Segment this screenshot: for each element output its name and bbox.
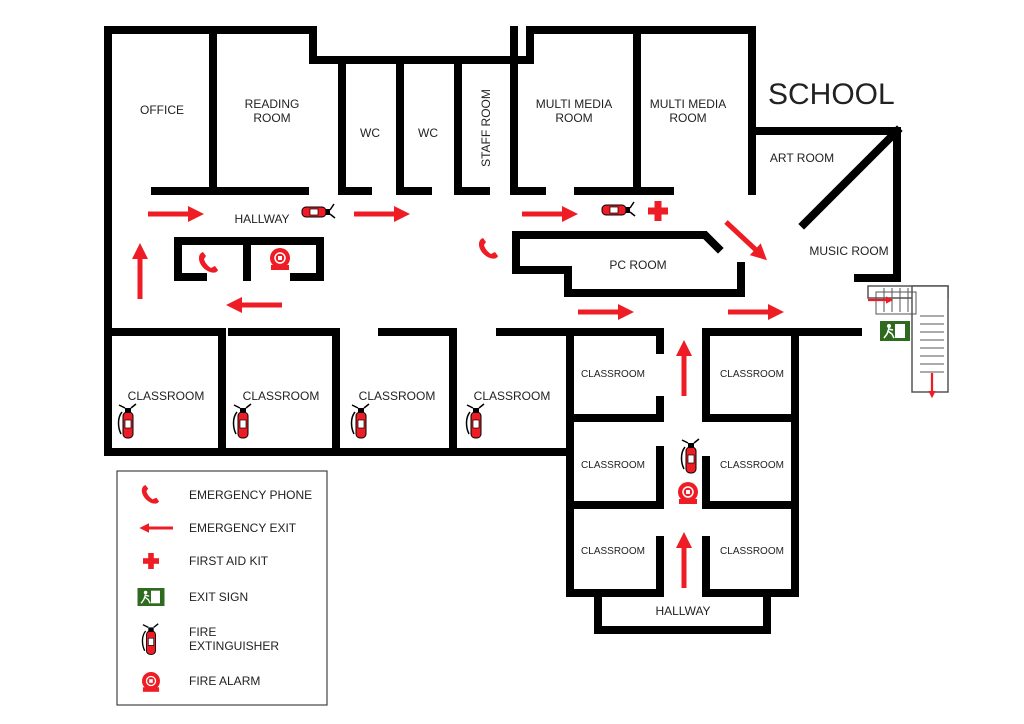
walls (104, 26, 903, 634)
classroom-4: CLASSROOM (474, 389, 551, 403)
map-title: SCHOOL (768, 78, 895, 111)
exit-arrow-icon (728, 304, 784, 320)
fire-extinguisher-icon (465, 403, 485, 439)
legend: EMERGENCY PHONE EMERGENCY EXIT FIRST AID… (116, 470, 328, 706)
hallway-bottom: HALLWAY (655, 604, 710, 618)
hallway-top: HALLWAY (234, 212, 289, 226)
fire-extinguisher-icon (117, 403, 137, 439)
exit-arrow-icon (720, 216, 773, 267)
legend-fire-extinguisher-line2: EXTINGUISHER (189, 639, 279, 653)
classroom-7: CLASSROOM (581, 460, 645, 471)
fire-extinguisher-icon (350, 403, 370, 439)
legend-first-aid-kit: FIRST AID KIT (189, 554, 269, 568)
classroom-6: CLASSROOM (720, 369, 784, 380)
legend-emergency-phone: EMERGENCY PHONE (189, 488, 312, 502)
room-multimedia-1-line2: ROOM (555, 111, 592, 125)
room-wc-1: WC (360, 126, 380, 140)
room-wc-2: WC (418, 126, 438, 140)
exit-sign-icon (879, 320, 911, 342)
legend-emergency-exit: EMERGENCY EXIT (189, 521, 297, 535)
room-pc: PC ROOM (609, 258, 666, 272)
legend-exit-sign: EXIT SIGN (189, 590, 248, 604)
classroom-3: CLASSROOM (359, 389, 436, 403)
fire-extinguisher-icon (301, 203, 336, 219)
exit-arrow-icon (132, 243, 148, 299)
first-aid-icon (648, 201, 668, 221)
room-reading-line2: ROOM (253, 111, 290, 125)
room-reading-line1: READING (245, 97, 300, 111)
classroom-9: CLASSROOM (581, 546, 645, 557)
fire-extinguisher-icon (232, 403, 252, 439)
classroom-2: CLASSROOM (243, 389, 320, 403)
room-multimedia-1-line1: MULTI MEDIA (536, 97, 612, 111)
room-multimedia-2-line2: ROOM (669, 111, 706, 125)
classroom-5: CLASSROOM (581, 369, 645, 380)
exit-arrow-icon (148, 206, 204, 222)
exit-arrow-icon (676, 532, 692, 588)
fire-alarm-icon (269, 247, 291, 271)
classroom-1: CLASSROOM (128, 389, 205, 403)
exit-arrow-icon (354, 206, 410, 222)
room-music: MUSIC ROOM (809, 244, 888, 258)
fire-alarm-icon (677, 481, 699, 505)
exit-arrow-icon (522, 206, 578, 222)
fire-extinguisher-icon (601, 201, 636, 217)
classroom-8: CLASSROOM (720, 460, 784, 471)
exit-arrow-icon (226, 297, 282, 313)
classroom-10: CLASSROOM (720, 546, 784, 557)
legend-fire-alarm: FIRE ALARM (189, 674, 260, 688)
fire-alarm-icon (141, 671, 161, 693)
exit-arrow-icon (578, 304, 634, 320)
room-multimedia-2-line1: MULTI MEDIA (650, 97, 726, 111)
room-art: ART ROOM (770, 151, 834, 165)
room-staff: STAFF ROOM (479, 89, 493, 167)
fire-extinguisher-icon (680, 438, 700, 474)
phone-icon (478, 238, 498, 259)
room-office: OFFICE (140, 103, 184, 117)
phone-icon (198, 252, 218, 273)
legend-fire-extinguisher-line1: FIRE (189, 625, 216, 639)
exit-sign-icon (136, 587, 166, 607)
exit-arrow-icon (676, 340, 692, 396)
